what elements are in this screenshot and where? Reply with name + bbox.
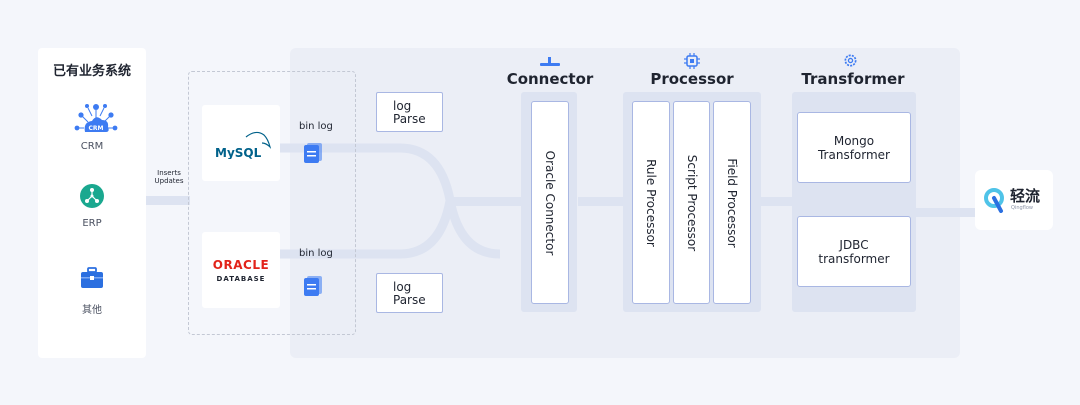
document-icon — [304, 276, 322, 296]
ingest-line1: Inserts — [157, 169, 181, 177]
mysql-logo-text: MySQL — [215, 146, 262, 159]
flow-ingest — [146, 196, 190, 205]
flow-output — [914, 208, 976, 217]
qingflow-sub: Qingflow — [1011, 205, 1033, 211]
mysql-logo: MySQL — [215, 131, 272, 159]
oracle-card: ORACLE DATABASE — [202, 232, 280, 308]
flow-connector-processor — [578, 197, 624, 206]
field-processor-label: Field Processor — [725, 157, 739, 248]
log-parse-line2: Parse — [393, 112, 426, 126]
qingflow-name: 轻流 — [1010, 187, 1041, 205]
binlog-label-oracle: bin log — [299, 248, 333, 259]
document-icon — [304, 143, 322, 163]
oracle-logo-sub: DATABASE — [216, 275, 266, 283]
log-parse-line1: log — [393, 99, 412, 113]
source-db-group — [188, 71, 356, 335]
mongo-transformer-card: Mongo Transformer — [797, 112, 911, 183]
oracle-connector-card: Oracle Connector — [531, 101, 569, 304]
binlog-label-mysql: bin log — [299, 121, 333, 132]
rule-processor-label: Rule Processor — [644, 158, 658, 247]
flow-merge — [448, 197, 522, 206]
jdbc-transformer-card: JDBC transformer — [797, 216, 911, 287]
connector-icon — [540, 57, 560, 66]
jdbc-transformer-line2: transformer — [818, 251, 890, 266]
mongo-transformer-line1: Mongo — [833, 133, 875, 148]
gear-icon — [844, 54, 857, 67]
cloud-network-icon: CRM — [74, 104, 118, 132]
chip-icon — [684, 53, 700, 69]
field-processor-card: Field Processor — [713, 101, 751, 304]
oracle-logo-text: ORACLE — [212, 258, 270, 272]
processor-title: Processor — [650, 70, 734, 88]
jdbc-transformer-line1: JDBC — [839, 237, 869, 252]
script-processor-label: Script Processor — [684, 154, 699, 251]
log-parse-box: log Parse — [376, 273, 443, 313]
log-parse-line2: Parse — [393, 293, 426, 307]
business-systems-title: 已有业务系统 — [52, 64, 131, 79]
transformer-title: Transformer — [801, 70, 905, 88]
flow-processor-transformer — [760, 197, 794, 206]
rule-processor-card: Rule Processor — [632, 101, 670, 304]
erp-network-icon — [80, 184, 104, 208]
mongo-transformer-line2: Transformer — [817, 147, 890, 162]
briefcase-icon — [81, 267, 103, 288]
system-label-erp: ERP — [82, 218, 102, 229]
ingest-line2: Updates — [154, 177, 184, 185]
connector-title: Connector — [506, 70, 594, 88]
oracle-connector-label: Oracle Connector — [543, 150, 557, 255]
flow-oracle — [280, 200, 455, 259]
log-parse-box: log Parse — [376, 92, 443, 132]
ingest-label: Inserts Updates — [150, 169, 188, 185]
mysql-card: MySQL — [202, 105, 280, 181]
crm-badge-text: CRM — [89, 125, 104, 132]
system-label-crm: CRM — [80, 141, 104, 152]
log-parse-line1: log — [393, 280, 412, 294]
script-processor-card: Script Processor — [673, 101, 710, 304]
q-logo-icon — [984, 188, 1004, 213]
system-label-other: 其他 — [82, 305, 102, 316]
